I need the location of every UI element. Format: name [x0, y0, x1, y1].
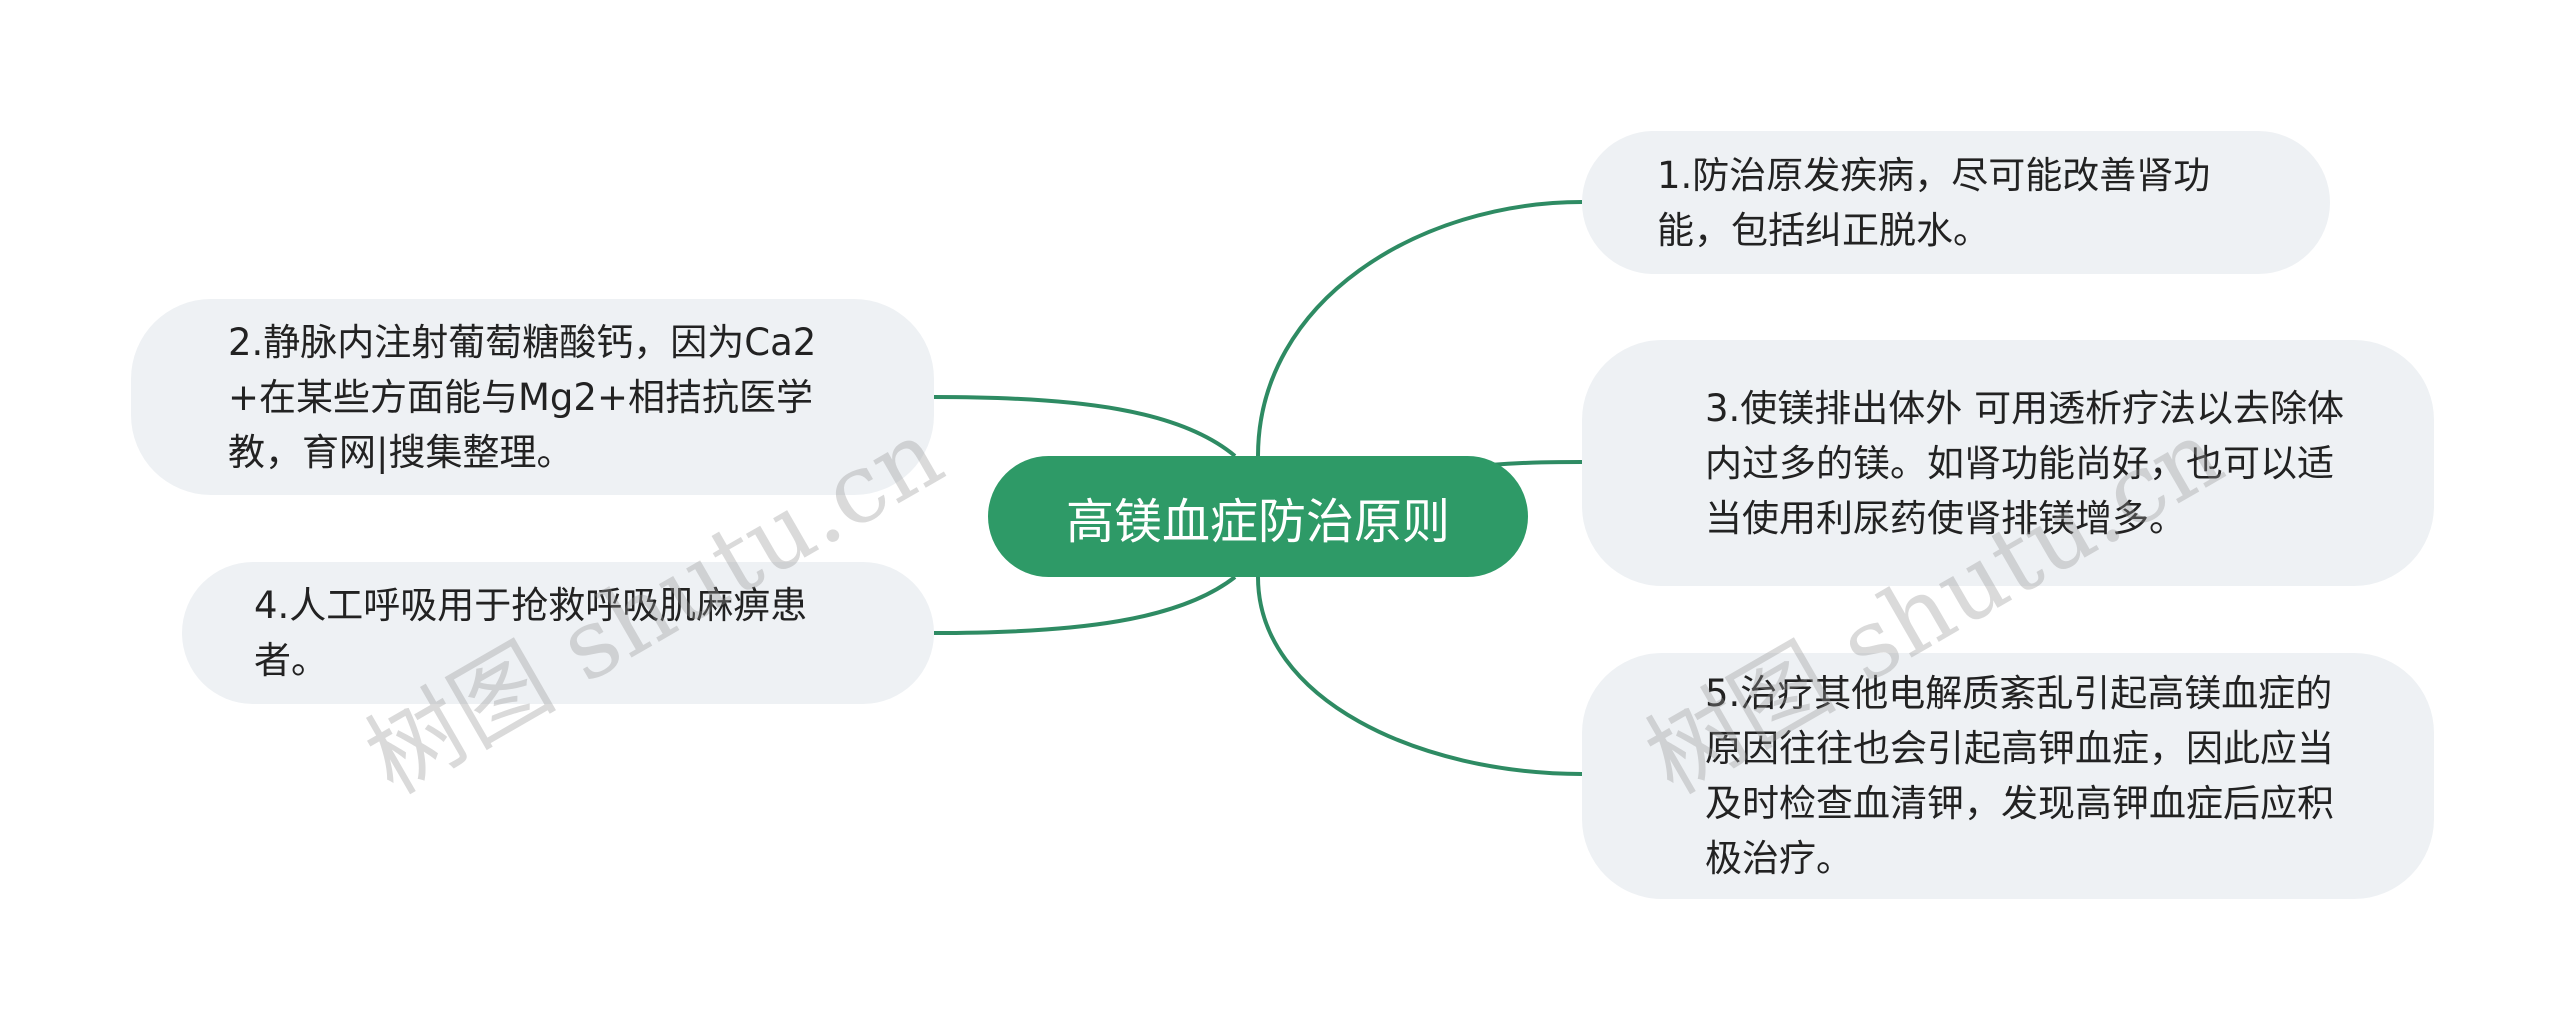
root-topic[interactable]: 高镁血症防治原则: [988, 456, 1528, 577]
branch-node-5-text: 5.治疗其他电解质紊乱引起高镁血症的原因往往也会引起高钾血症，因此应当及时检查血…: [1705, 672, 2334, 880]
link-root-to-node-3: [1489, 460, 1583, 467]
link-root-to-node-1: [1256, 200, 1583, 457]
branch-node-4-text: 4.人工呼吸用于抢救呼吸肌麻痹患者。: [254, 584, 808, 682]
branch-node-4[interactable]: 4.人工呼吸用于抢救呼吸肌麻痹患者。: [182, 562, 934, 704]
branch-node-2[interactable]: 2.静脉内注射葡萄糖酸钙，因为Ca2+在某些方面能与Mg2+相拮抗医学教，育网|…: [131, 299, 934, 495]
link-root-to-node-2: [933, 395, 1237, 458]
link-root-to-node-5: [1256, 576, 1583, 776]
branch-node-1[interactable]: 1.防治原发疾病，尽可能改善肾功能，包括纠正脱水。: [1582, 131, 2330, 274]
branch-node-3-text: 3.使镁排出体外 可用透析疗法以去除体内过多的镁。如肾功能尚好，也可以适当使用利…: [1705, 386, 2345, 540]
branch-node-5[interactable]: 5.治疗其他电解质紊乱引起高镁血症的原因往往也会引起高钾血症，因此应当及时检查血…: [1582, 653, 2434, 899]
branch-node-1-text: 1.防治原发疾病，尽可能改善肾功能，包括纠正脱水。: [1657, 153, 2211, 252]
branch-node-2-text: 2.静脉内注射葡萄糖酸钙，因为Ca2+在某些方面能与Mg2+相拮抗医学教，育网|…: [228, 320, 817, 474]
root-topic-label: 高镁血症防治原则: [1065, 493, 1450, 550]
branch-node-3[interactable]: 3.使镁排出体外 可用透析疗法以去除体内过多的镁。如肾功能尚好，也可以适当使用利…: [1582, 340, 2434, 586]
link-root-to-node-4: [933, 575, 1237, 635]
